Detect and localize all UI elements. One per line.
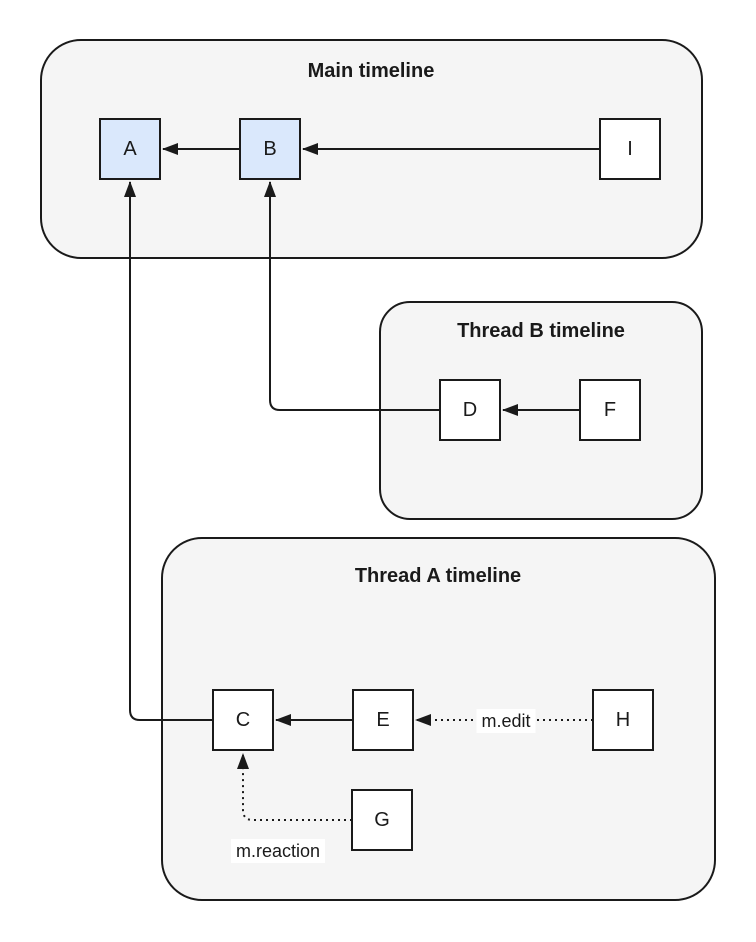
node-B-box [239, 118, 301, 180]
edge-label-G-to-C-bg [230, 839, 326, 863]
node-C-label: C [236, 709, 250, 731]
edge-D-to-B [264, 181, 440, 411]
edge-C-to-A [124, 181, 213, 721]
edge-H-to-E: m.edit [415, 709, 593, 733]
edge-label-H-to-E: m.edit [481, 711, 530, 731]
node-E-box [352, 689, 414, 751]
node-C: C [212, 689, 274, 751]
node-A-box [99, 118, 161, 180]
container-thread-b-timeline-title: Thread B timeline [457, 320, 625, 342]
node-B-label: B [263, 138, 276, 160]
node-G-box [351, 789, 413, 851]
node-A: A [99, 118, 161, 180]
node-D-label: D [463, 399, 477, 421]
edge-C-to-A-line [124, 181, 213, 721]
node-I: I [599, 118, 661, 180]
container-main-timeline-title: Main timeline [308, 60, 435, 82]
node-G: G [351, 789, 413, 851]
node-G-label: G [374, 809, 390, 831]
node-C-box [212, 689, 274, 751]
node-D-box [439, 379, 501, 441]
node-I-label: I [627, 138, 633, 160]
edge-D-to-B-line [264, 181, 440, 411]
node-A-label: A [123, 138, 137, 160]
edge-label-H-to-E-bg [476, 709, 536, 733]
node-H-box [592, 689, 654, 751]
node-B: B [239, 118, 301, 180]
edge-label-G-to-C: m.reaction [236, 841, 320, 861]
node-D: D [439, 379, 501, 441]
node-H: H [592, 689, 654, 751]
node-F-label: F [604, 399, 616, 421]
edge-G-to-C-line [237, 753, 352, 821]
node-H-label: H [616, 709, 630, 731]
node-E-label: E [376, 709, 389, 731]
node-I-box [599, 118, 661, 180]
edge-G-to-C: m.reaction [230, 753, 352, 863]
container-thread-a-timeline-title: Thread A timeline [355, 565, 521, 587]
node-E: E [352, 689, 414, 751]
node-F: F [579, 379, 641, 441]
node-F-box [579, 379, 641, 441]
